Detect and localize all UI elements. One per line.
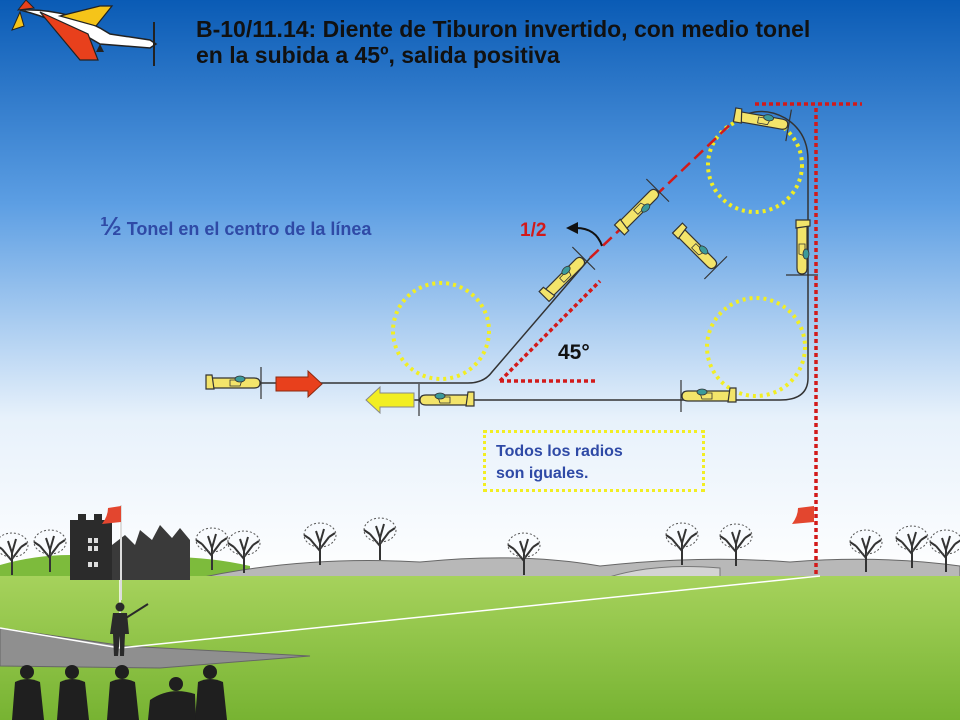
radius-circle-bottom-left <box>391 281 491 381</box>
arrow-right-icon <box>275 369 323 399</box>
runway <box>0 627 311 669</box>
radius-note-line-1: Todos los radios <box>496 443 623 460</box>
radius-circle-top <box>706 116 804 214</box>
flag-icon <box>102 505 122 600</box>
radius-note-box: Todos los radios son iguales. <box>483 430 705 492</box>
arrow-left-icon <box>365 385 415 415</box>
curved-arrow-icon <box>566 222 603 247</box>
title-line-1: B-10/11.14: Diente de Tiburon invertido,… <box>196 16 811 42</box>
radius-note-line-2: son iguales. <box>496 465 589 482</box>
distant-hills <box>189 557 960 581</box>
perspective-line-left <box>0 627 121 649</box>
castle-ruins <box>70 514 190 580</box>
title-line-2: en la subida a 45º, salida positiva <box>196 42 560 68</box>
aerobatic-plane-icon <box>11 0 158 66</box>
angle-reference-diagonal <box>498 279 602 383</box>
half-roll-note: ½ Tonel en el centro de la línea <box>100 211 371 242</box>
page-title: B-10/11.14: Diente de Tiburon invertido,… <box>196 16 936 68</box>
half-roll-text: Tonel en el centro de la línea <box>121 219 372 239</box>
flight-path <box>258 110 809 401</box>
sky <box>0 0 960 580</box>
angle-label: 45° <box>558 341 590 364</box>
half-roll-glyph: ½ <box>100 211 122 241</box>
pilot-silhouette <box>110 602 149 656</box>
climb-line-dashed <box>589 119 736 259</box>
radius-circle-bottom-right <box>705 296 807 398</box>
spectators <box>12 665 227 720</box>
perspective-line-right <box>119 575 821 649</box>
half-roll-mark: 1/2 <box>520 220 547 241</box>
flag-icon <box>792 506 814 524</box>
